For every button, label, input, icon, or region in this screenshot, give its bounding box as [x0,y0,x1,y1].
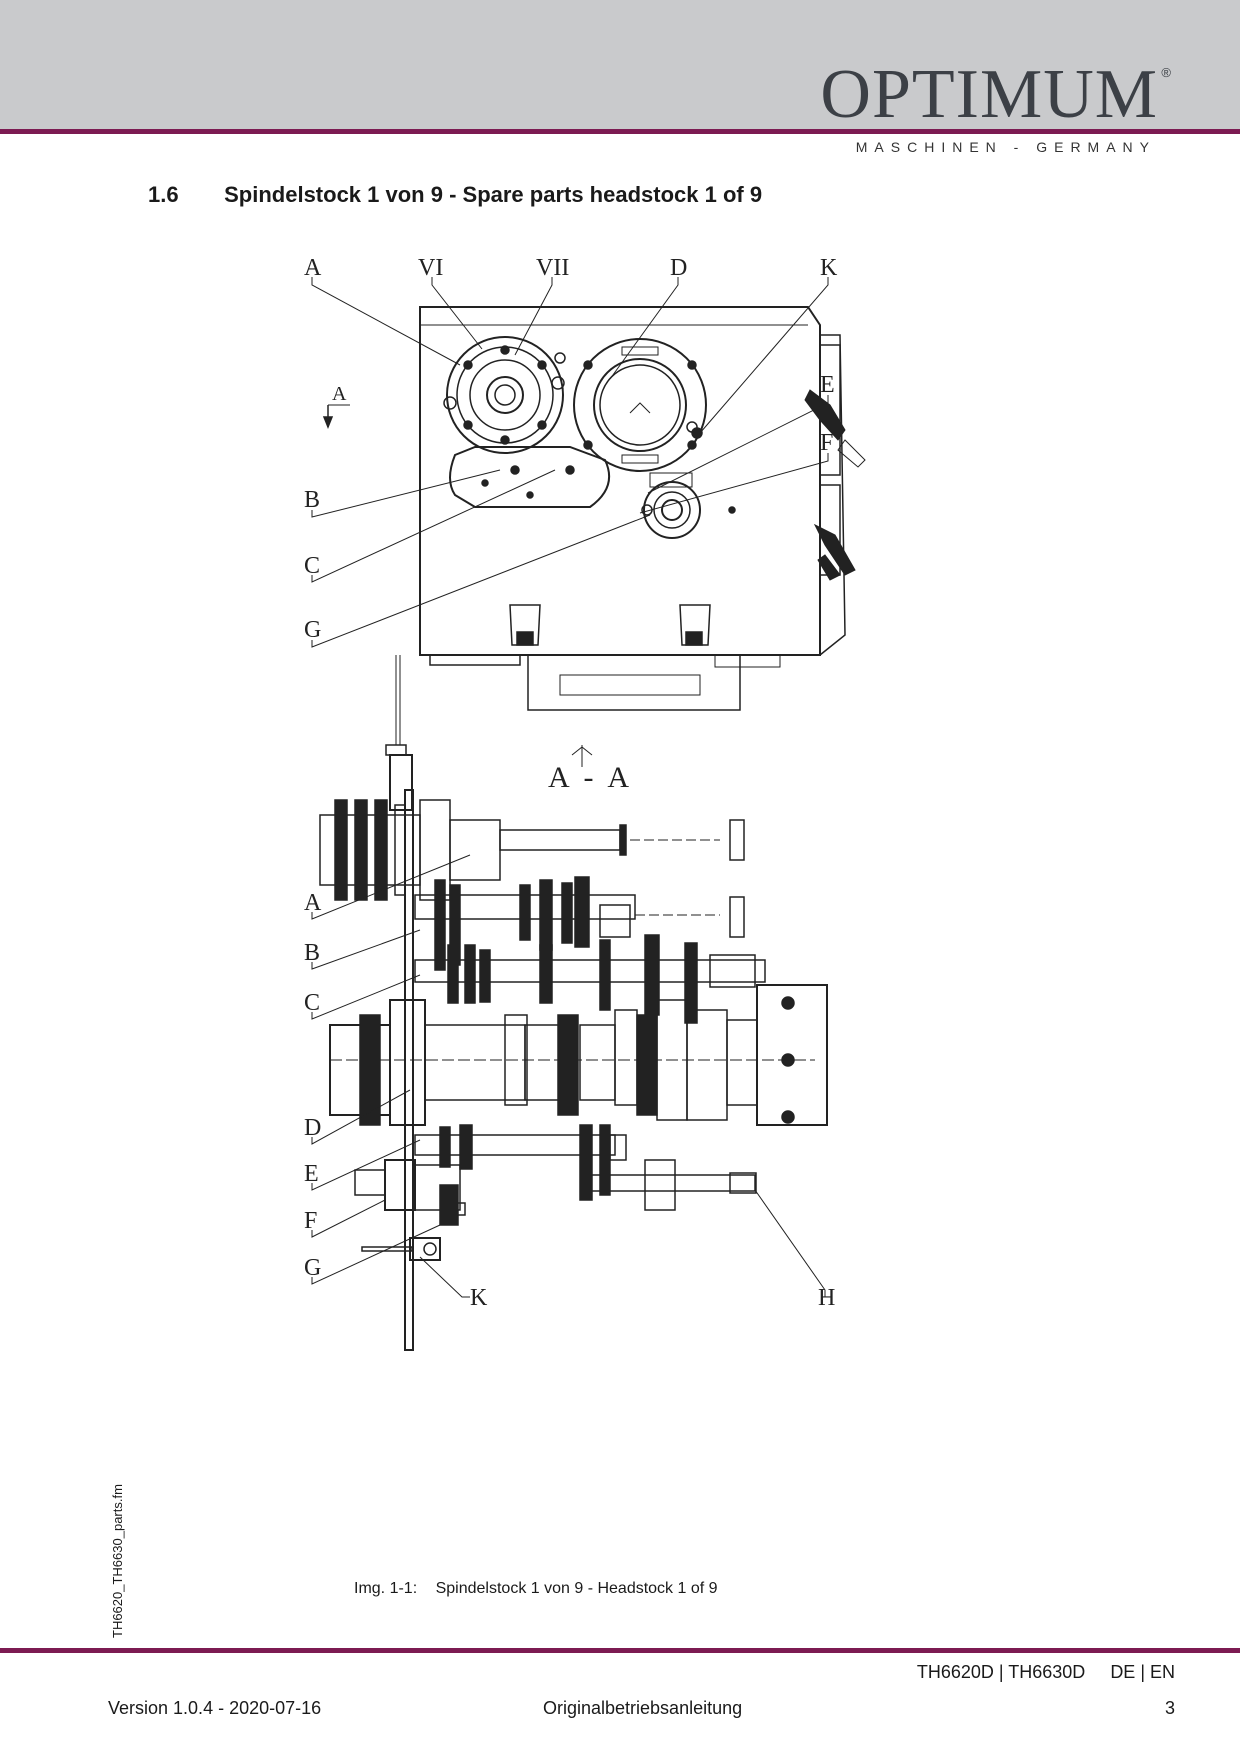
brand-name-text: OPTIMUM [820,56,1158,133]
label-top-E: E [820,372,835,398]
version-info: Version 1.0.4 - 2020-07-16 [108,1698,322,1718]
headstock-front-view [322,306,866,811]
brand-name: OPTIMUM ® [820,60,1172,130]
label-top-F: F [820,430,833,456]
section-arrow-label: A [332,383,347,405]
brand-subtitle: MASCHINEN - GERMANY [855,139,1156,155]
section-title: Spindelstock 1 von 9 - Spare parts heads… [224,182,763,207]
brand-logo: OPTIMUM ® [820,60,1172,130]
label-section-D: D [304,1115,321,1141]
label-top-G: G [304,617,321,643]
label-top-K: K [820,255,838,281]
side-filename: TH6620_TH6630_parts.fm [110,1484,125,1638]
label-section-G: G [304,1255,321,1281]
page-number: 3 [1164,1698,1175,1718]
figure-caption: Img. 1-1: Spindelstock 1 von 9 - Headsto… [354,1580,718,1598]
footer-models: TH6620D | TH6630D DE | EN [917,1662,1175,1683]
label-section-B: B [304,940,320,966]
footer-divider [0,1648,1240,1653]
manual-title: Originalbetriebsanleitung [543,1698,743,1718]
label-top-C: C [304,553,320,579]
headstock-drawing: A VI VII D K E F B C G A A - A [304,255,866,1351]
model-numbers: TH6620D | TH6630D [916,1662,1086,1682]
label-top-A: A [304,255,322,281]
header-band [0,0,1240,129]
label-section-C: C [304,990,320,1016]
language-codes: DE | EN [1110,1662,1175,1682]
label-top-VI: VI [418,255,443,281]
label-top-B: B [304,487,320,513]
caption-text: Spindelstock 1 von 9 - Headstock 1 of 9 [435,1580,718,1597]
top-leader-lines [311,277,829,648]
section-number: 1.6 [148,182,179,207]
label-top-VII: VII [536,255,569,281]
top-labels: A VI VII D K E F B C G A [304,255,838,643]
label-section-E: E [304,1161,319,1187]
caption-prefix: Img. 1-1: [354,1580,418,1597]
section-view-title: A - A [548,761,633,794]
section-labels: A B C D E F G K H [304,890,835,1311]
label-top-D: D [670,255,687,281]
registered-mark: ® [1161,65,1172,80]
label-section-F: F [304,1208,317,1234]
label-section-A: A [304,890,322,916]
header-divider [0,129,1240,134]
headstock-section-view [319,789,828,1351]
section-heading: 1.6 Spindelstock 1 von 9 - Spare parts h… [148,182,762,208]
label-section-H: H [818,1285,835,1311]
section-leader-lines [311,854,826,1298]
label-section-K: K [470,1285,488,1311]
